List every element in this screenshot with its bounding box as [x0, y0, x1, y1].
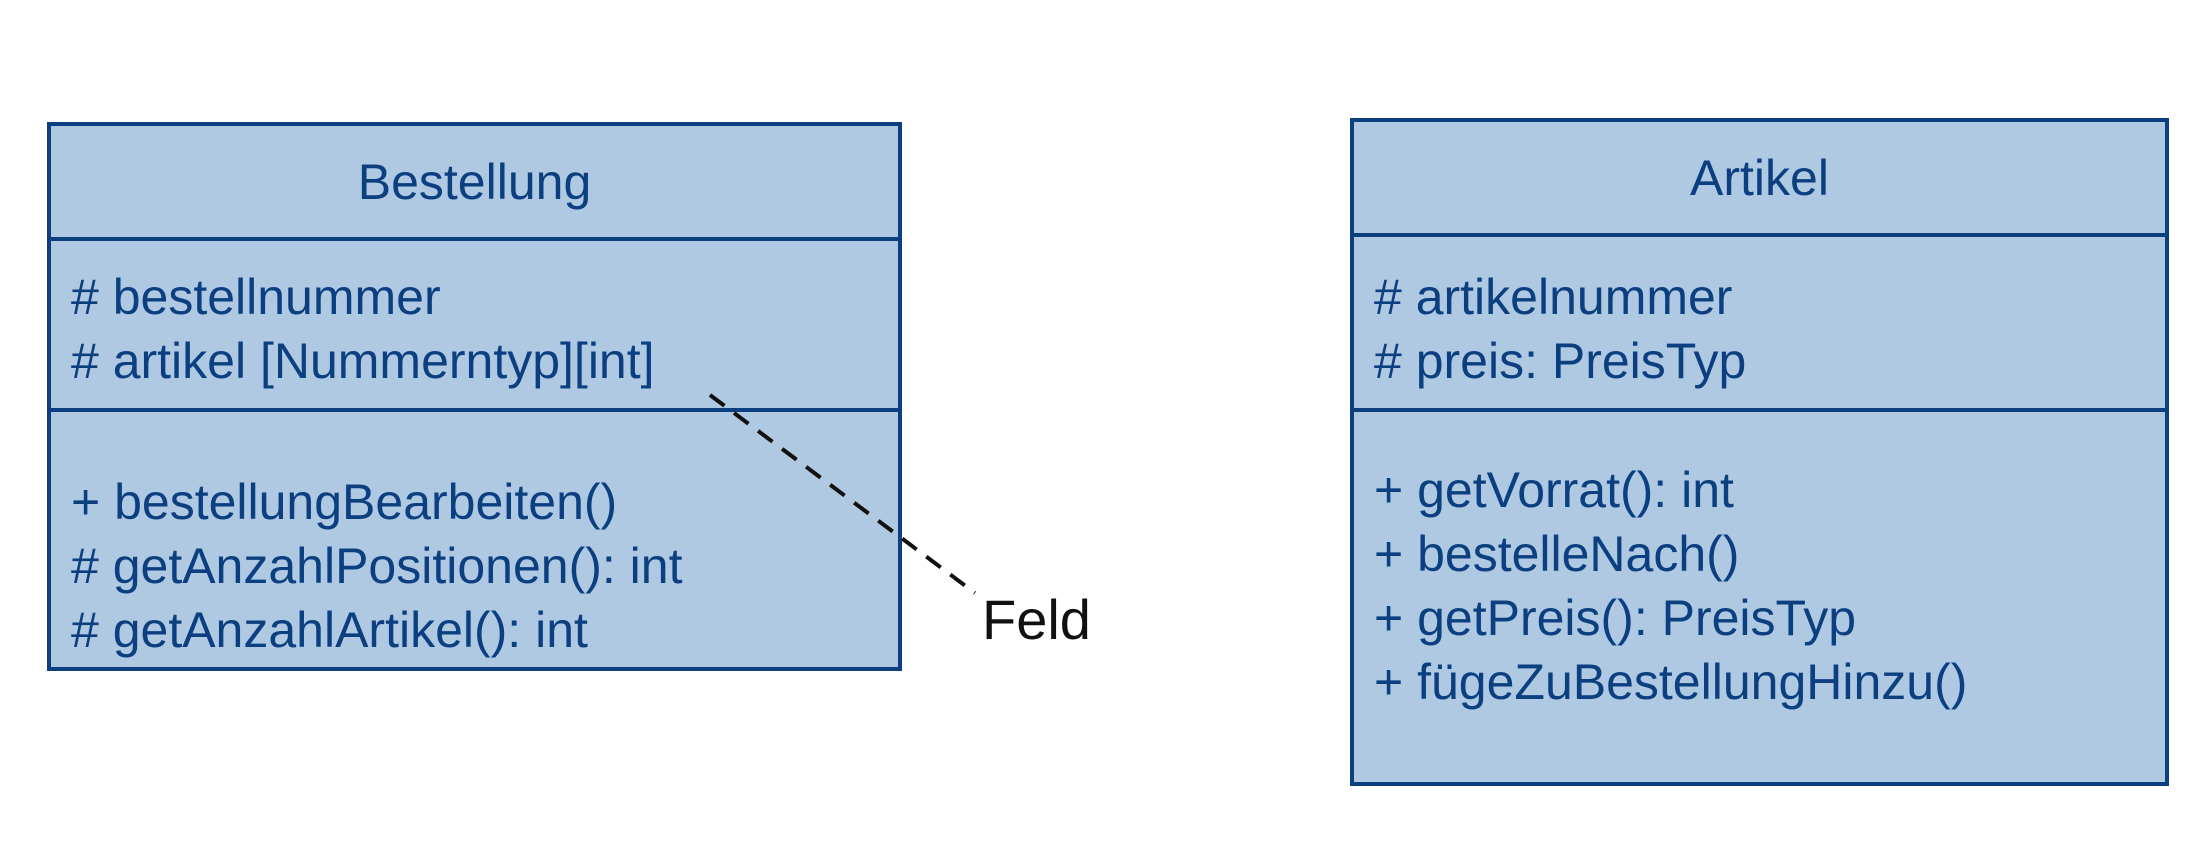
operation-bestelle-nach: + bestelleNach() — [1374, 526, 1740, 582]
attribute-bestellnummer: # bestellnummer — [71, 269, 441, 325]
operation-get-preis: + getPreis(): PreisTyp — [1374, 590, 1857, 646]
operation-get-vorrat: + getVorrat(): int — [1374, 462, 1734, 518]
class-name-artikel: Artikel — [1354, 122, 2165, 237]
operation-get-anzahl-artikel: # getAnzahlArtikel(): int — [71, 602, 588, 658]
attributes-compartment-bestellung: # bestellnummer # artikel [Nummerntyp][i… — [51, 241, 898, 412]
annotation-label-feld: Feld — [982, 588, 1091, 651]
operations-compartment-bestellung: + bestellungBearbeiten() # getAnzahlPosi… — [51, 412, 898, 662]
operation-fuege-zu-bestellung-hinzu: + fügeZuBestellungHinzu() — [1374, 654, 1968, 710]
attribute-artikel: # artikel [Nummerntyp][int] — [71, 333, 655, 389]
attribute-artikelnummer: # artikelnummer — [1374, 269, 1733, 325]
attribute-preis: # preis: PreisTyp — [1374, 333, 1747, 389]
class-name-bestellung: Bestellung — [51, 126, 898, 241]
class-box-artikel: Artikel # artikelnummer # preis: PreisTy… — [1350, 118, 2169, 786]
operations-compartment-artikel: + getVorrat(): int + bestelleNach() + ge… — [1354, 412, 2165, 714]
class-box-bestellung: Bestellung # bestellnummer # artikel [Nu… — [47, 122, 902, 671]
attributes-compartment-artikel: # artikelnummer # preis: PreisTyp — [1354, 237, 2165, 412]
operation-bestellung-bearbeiten: + bestellungBearbeiten() — [71, 474, 618, 530]
operation-get-anzahl-positionen: # getAnzahlPositionen(): int — [71, 538, 683, 594]
